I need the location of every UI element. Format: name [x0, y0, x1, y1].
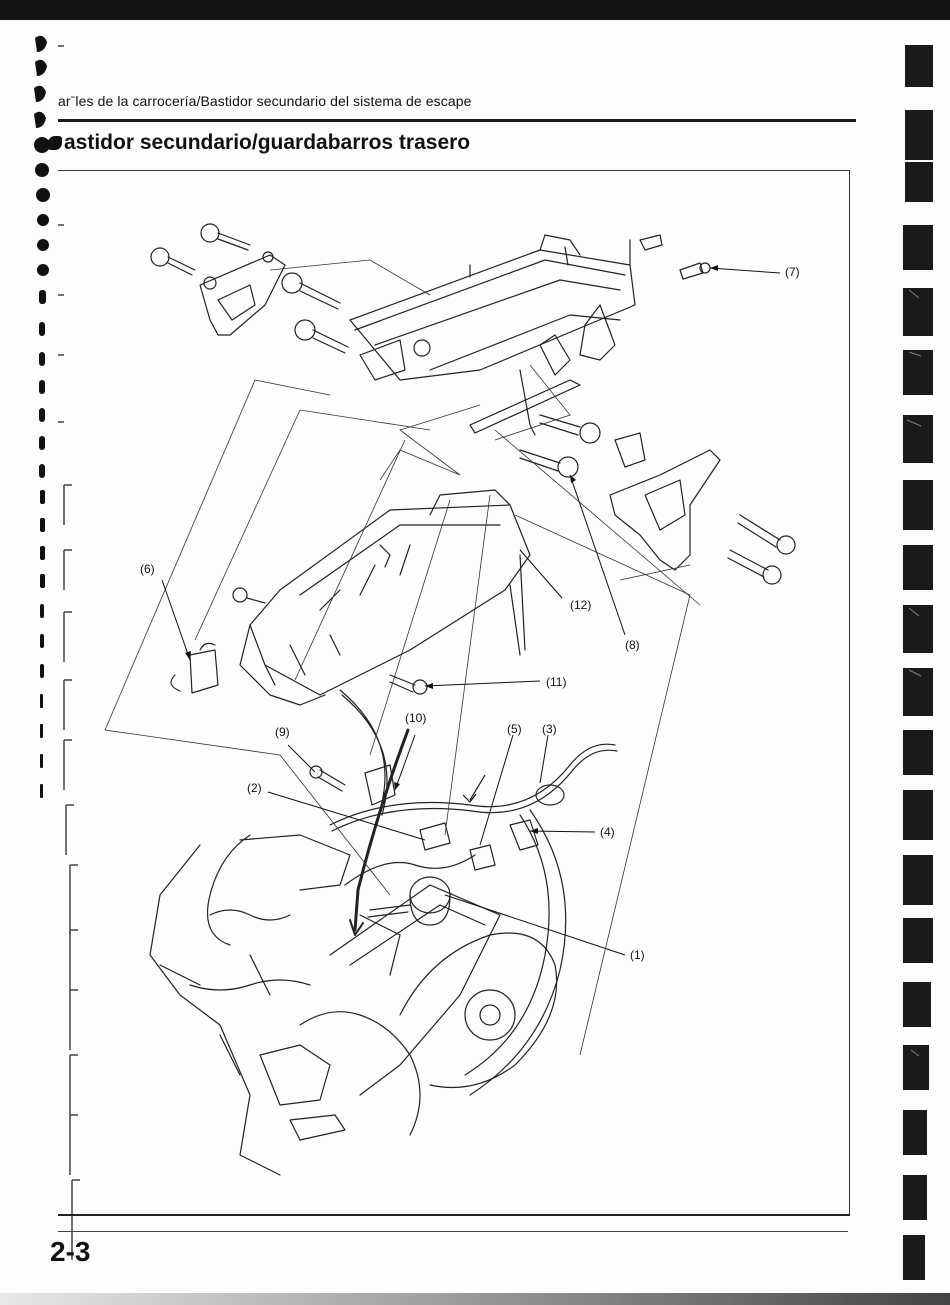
wiring-harness — [330, 744, 617, 885]
callout-5: (5) — [507, 722, 522, 736]
page-number: 2-3 — [50, 1236, 90, 1268]
left-footpeg-bracket — [200, 252, 285, 335]
top-border-bar — [0, 0, 950, 20]
leader-11 — [425, 681, 540, 686]
bolt-11 — [390, 675, 427, 694]
section-title: astidor secundario/guardabarros trasero — [48, 131, 470, 155]
leader-5 — [480, 735, 513, 845]
callout-12: (12) — [570, 598, 591, 612]
motorcycle-chassis — [150, 810, 566, 1175]
bottom-rule — [58, 1214, 850, 1216]
exploded-parts-diagram: (7) (6) (12) (8) (11) (10) (9) (5) (3) (… — [100, 195, 840, 1195]
upper-left-bolts — [151, 224, 348, 353]
frame-right-border — [849, 170, 850, 1215]
leader-12 — [520, 550, 562, 598]
leader-7 — [710, 268, 780, 273]
leader-1 — [445, 895, 625, 955]
running-header: arˉles de la carrocería/Bastidor secunda… — [58, 93, 471, 109]
callout-3: (3) — [542, 722, 557, 736]
leader-10 — [395, 735, 415, 790]
part-6 — [171, 588, 265, 693]
right-footpeg-bracket — [520, 415, 795, 584]
bracket-10 — [340, 690, 395, 815]
callout-6: (6) — [140, 562, 155, 576]
binding-tabs-right — [895, 40, 950, 1305]
callout-10: (10) — [405, 711, 426, 725]
leader-4 — [530, 831, 595, 832]
callout-1: (1) — [630, 948, 645, 962]
rear-subframe — [350, 235, 635, 435]
callout-2: (2) — [247, 781, 262, 795]
header-rule — [58, 119, 856, 122]
bolt-7 — [640, 235, 710, 279]
part-1 — [368, 877, 450, 925]
leader-6 — [162, 580, 190, 660]
leader-2 — [268, 792, 425, 840]
callout-7: (7) — [785, 265, 800, 279]
title-rule — [58, 170, 850, 171]
leader-3 — [540, 735, 548, 783]
binding-holes-left — [30, 30, 90, 1300]
callout-4: (4) — [600, 825, 615, 839]
leader-9 — [288, 745, 315, 772]
callout-8: (8) — [625, 638, 640, 652]
callout-9: (9) — [275, 725, 290, 739]
callout-11: (11) — [546, 675, 566, 689]
scan-edge-strip — [0, 1293, 950, 1305]
bolt-9 — [310, 766, 345, 791]
bottom-rule-secondary — [58, 1231, 848, 1232]
